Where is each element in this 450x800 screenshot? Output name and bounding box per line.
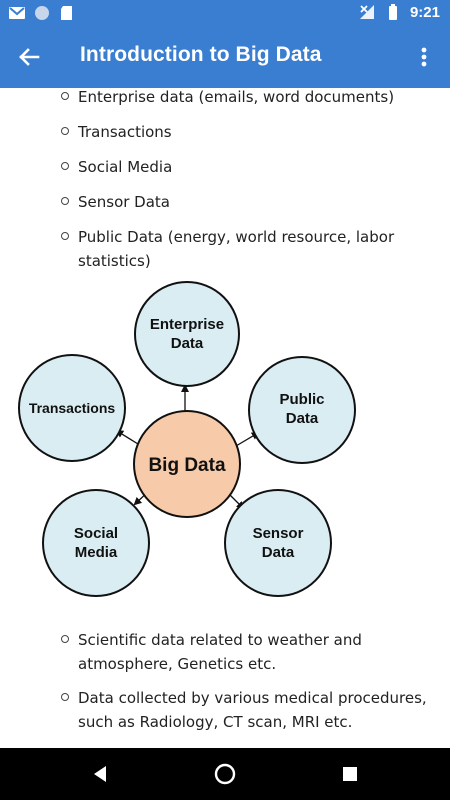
big-data-diagram: Enterprise Data Public Data Sensor Data …: [18, 281, 356, 597]
app-bar: Introduction to Big Data: [0, 26, 450, 88]
node-big-data: Big Data: [133, 410, 241, 518]
list-item: Scientific data related to weather and a…: [61, 628, 428, 676]
node-label: Public: [279, 391, 324, 408]
node-label: Sensor: [253, 525, 304, 542]
sd-card-icon: [61, 6, 72, 20]
nav-recents-icon[interactable]: [338, 762, 362, 786]
center-label: Big Data: [148, 455, 226, 476]
status-bar: 9:21: [0, 0, 450, 26]
content-area[interactable]: Enterprise data (emails, word documents)…: [0, 88, 450, 748]
node-label: Media: [75, 544, 118, 561]
list-item: Social Media: [61, 155, 428, 179]
list-item: Sensor Data: [61, 190, 428, 214]
node-label: Data: [262, 544, 295, 561]
page-title: Introduction to Big Data: [80, 43, 322, 66]
list-item: Public Data (energy, world resource, lab…: [61, 225, 428, 273]
node-label: Data: [286, 410, 319, 427]
gmail-icon: [9, 7, 25, 19]
arrow-to-transactions: [115, 429, 139, 445]
nav-home-icon[interactable]: [213, 762, 237, 786]
status-time: 9:21: [409, 3, 440, 21]
node-enterprise-data: Enterprise Data: [134, 281, 240, 387]
list-item: Enterprise data (emails, word documents): [61, 88, 428, 109]
arrow-back-icon[interactable]: [14, 42, 44, 72]
node-public-data: Public Data: [248, 356, 356, 464]
nav-bar: [0, 748, 450, 800]
more-vert-icon[interactable]: [410, 42, 438, 72]
node-label: Transactions: [29, 400, 116, 416]
node-label: Enterprise: [150, 316, 224, 333]
battery-icon: [388, 4, 397, 20]
circle-icon: [35, 6, 49, 20]
node-social-media: Social Media: [42, 489, 150, 597]
node-label: Social: [74, 525, 118, 542]
list-item: Transactions: [61, 120, 428, 144]
nav-back-icon[interactable]: [88, 762, 112, 786]
list-item: Data collected by various medical proced…: [61, 686, 428, 734]
signal-off-icon: [359, 5, 374, 19]
node-sensor-data: Sensor Data: [224, 489, 332, 597]
node-label: Data: [171, 335, 204, 352]
node-transactions: Transactions: [18, 354, 126, 462]
